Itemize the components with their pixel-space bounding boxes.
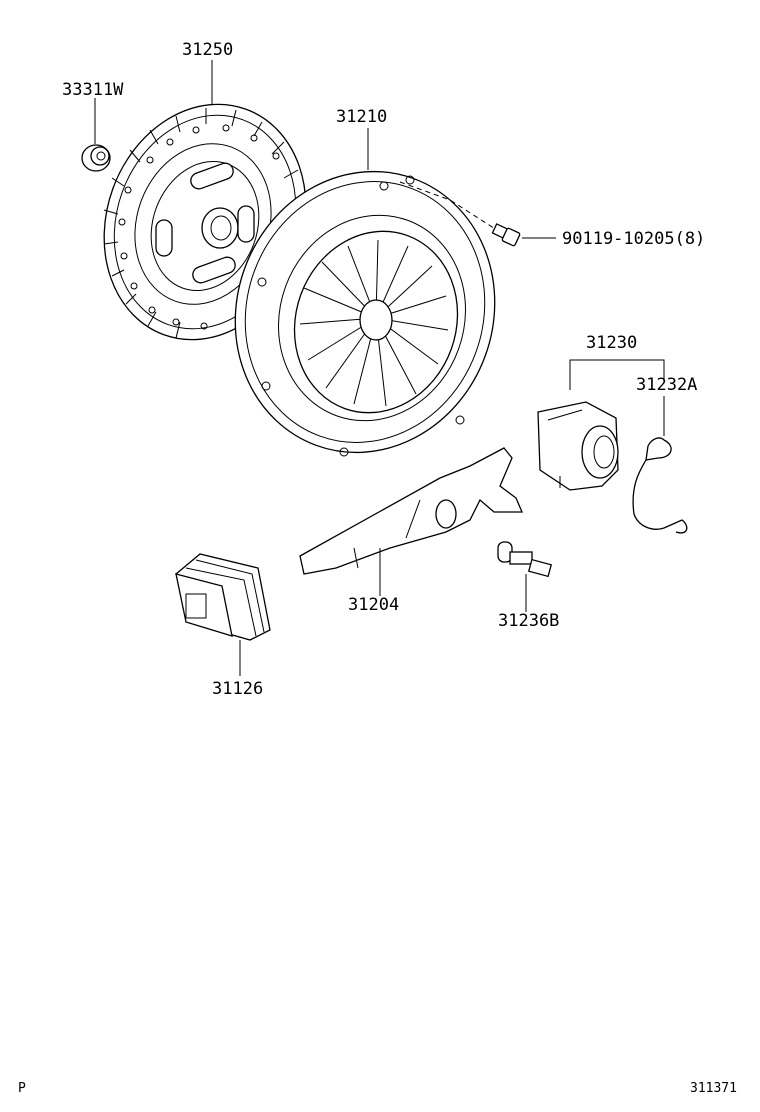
release-fork-31204	[299, 447, 523, 575]
label-31204[interactable]: 31204	[348, 595, 399, 615]
label-90119[interactable]: 90119-10205(8)	[562, 229, 705, 249]
label-31210[interactable]: 31210	[336, 107, 387, 127]
bolt-dashed-guide	[399, 181, 501, 233]
label-31250[interactable]: 31250	[182, 40, 233, 60]
footer-left-mark: P	[18, 1081, 26, 1096]
label-33311w[interactable]: 33311W	[62, 80, 124, 100]
pilot-bearing-33311w	[81, 144, 111, 172]
label-31126[interactable]: 31126	[212, 679, 263, 699]
bolt-90119	[491, 223, 521, 247]
label-31232a[interactable]: 31232A	[636, 375, 697, 395]
diagram-code: 311371	[690, 1081, 737, 1096]
release-fork-boot-31126	[175, 553, 271, 641]
release-bearing-31230	[537, 401, 619, 491]
clip-31232a	[632, 437, 688, 534]
clutch-cover-31210	[234, 170, 496, 457]
label-31230[interactable]: 31230	[586, 333, 637, 353]
label-31236b[interactable]: 31236B	[498, 611, 559, 631]
leader-31230	[569, 359, 665, 390]
pivot-stud-31236b	[497, 541, 553, 578]
